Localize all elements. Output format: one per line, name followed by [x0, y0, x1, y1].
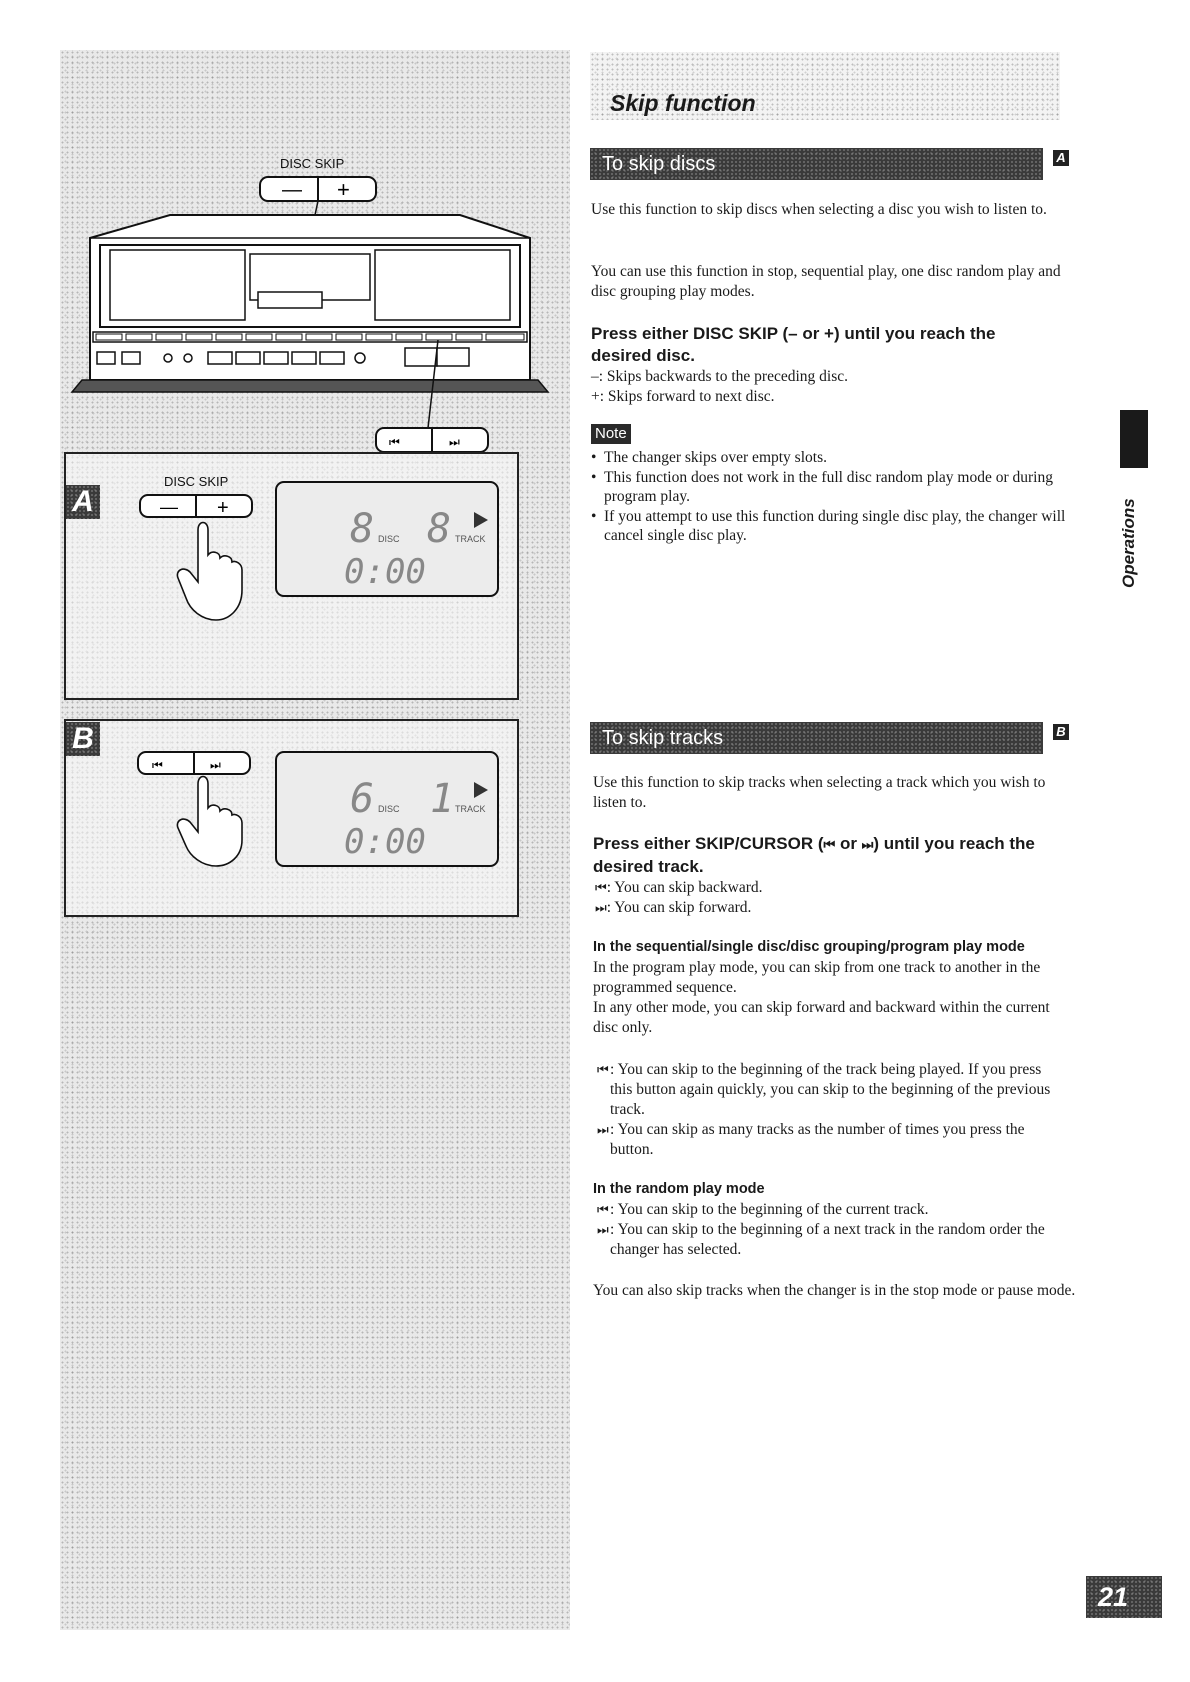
- panel-b-tag: B: [66, 722, 100, 756]
- skip-back-icon: ⏮: [595, 880, 607, 895]
- note-item: •The changer skips over empty slots.: [591, 449, 827, 466]
- sequential-mode-text-2: In any other mode, you can skip forward …: [593, 999, 1050, 1036]
- skip-back-icon: ⏮: [389, 435, 400, 449]
- play-icon: [474, 512, 488, 528]
- play-icon: [474, 782, 488, 798]
- sequential-skip-back: ⏮ : You can skip to the beginning of the…: [597, 1061, 1051, 1118]
- lcd-track-unit: TRACK: [455, 534, 486, 544]
- sequential-mode-heading: In the sequential/single disc/disc group…: [593, 939, 1025, 955]
- section-b-tag: B: [1053, 724, 1069, 740]
- panel-b-lcd-display: 6 DISC 1 TRACK 0:00: [275, 751, 499, 867]
- note-label: Note: [591, 424, 631, 444]
- section-a-title-bar: To skip discs: [590, 148, 1043, 180]
- sequential-skip-forward: ⏭ : You can skip as many tracks as the n…: [597, 1121, 1025, 1158]
- lcd-time: 0:00: [344, 552, 426, 592]
- cd-changer-body: [70, 214, 550, 393]
- illustration-panel: DISC SKIP — +: [60, 50, 570, 1630]
- random-mode-heading: In the random play mode: [593, 1181, 765, 1197]
- minus-glyph: —: [160, 497, 178, 517]
- plus-glyph: +: [217, 497, 229, 519]
- skip-forward-icon: ⏭: [595, 900, 607, 915]
- device-disc-skip-label: DISC SKIP: [280, 156, 344, 171]
- lcd-track-number: 8: [427, 506, 451, 552]
- skip-forward-icon: ⏭: [597, 1222, 609, 1237]
- section-a-intro: Use this function to skip discs when sel…: [591, 201, 1047, 218]
- panel-a-disc-skip-label: DISC SKIP: [164, 474, 228, 489]
- lcd-track-unit: TRACK: [455, 804, 486, 814]
- lcd-disc-number: 6: [350, 776, 374, 822]
- random-skip-forward: ⏭ : You can skip to the beginning of a n…: [597, 1221, 1045, 1258]
- skip-forward-icon: ⏭: [861, 837, 874, 852]
- skip-back-line: ⏮: You can skip backward.: [595, 879, 763, 896]
- note-item: •This function does not work in the full…: [591, 468, 1053, 506]
- hand-pointer-icon: [176, 775, 243, 867]
- random-skip-back: ⏮ : You can skip to the beginning of the…: [597, 1201, 929, 1218]
- lcd-track-number: 1: [430, 776, 454, 822]
- panel-a-lcd-display: 8 DISC 8 TRACK 0:00: [275, 481, 499, 597]
- minus-glyph: —: [282, 179, 302, 201]
- cd-changer-illustration: DISC SKIP — +: [64, 156, 550, 917]
- device-skip-cursor-button: ⏮ ⏭: [375, 427, 489, 453]
- note-item: •If you attempt to use this function dur…: [591, 507, 1066, 545]
- panel-b-skip-cursor-button: ⏮ ⏭: [137, 751, 251, 775]
- section-b-instruction: Press either SKIP/CURSOR (⏮ or ⏭) until …: [593, 834, 1035, 876]
- disc-skip-minus-text: –: Skips backwards to the preceding disc…: [591, 368, 848, 385]
- lcd-disc-unit: DISC: [378, 534, 400, 544]
- sequential-mode-text-1: In the program play mode, you can skip f…: [593, 959, 1041, 996]
- page-title-area: Skip function: [590, 52, 1060, 120]
- device-disc-skip-button: — +: [259, 176, 377, 202]
- skip-forward-line: ⏭: You can skip forward.: [595, 899, 752, 916]
- lcd-disc-number: 8: [350, 506, 374, 552]
- section-b-title-bar: To skip tracks: [590, 722, 1043, 754]
- note-list: •The changer skips over empty slots. •Th…: [591, 448, 1071, 546]
- closing-text: You can also skip tracks when the change…: [593, 1282, 1076, 1299]
- section-a-modes: You can use this function in stop, seque…: [591, 263, 1061, 300]
- page-title: Skip function: [610, 90, 756, 116]
- skip-back-icon: ⏮: [597, 1062, 609, 1077]
- skip-back-icon: ⏮: [823, 837, 836, 852]
- plus-glyph: +: [337, 177, 350, 202]
- page-number: 21: [1086, 1576, 1162, 1618]
- lcd-disc-unit: DISC: [378, 804, 400, 814]
- skip-back-icon: ⏮: [597, 1202, 609, 1217]
- panel-a-tag: A: [66, 485, 100, 519]
- side-tab-marker: [1120, 410, 1148, 468]
- section-a-tag: A: [1053, 150, 1069, 166]
- section-a-instruction: Press either DISC SKIP (– or +) until yo…: [591, 324, 996, 365]
- skip-forward-icon: ⏭: [597, 1122, 609, 1137]
- section-b-intro: Use this function to skip tracks when se…: [593, 774, 1046, 811]
- lcd-time: 0:00: [344, 822, 426, 862]
- panel-a-disc-skip-button: — +: [139, 494, 253, 519]
- disc-skip-plus-text: +: Skips forward to next disc.: [591, 388, 775, 405]
- skip-forward-icon: ⏭: [449, 435, 460, 449]
- hand-pointer-icon: [176, 521, 243, 621]
- skip-forward-icon: ⏭: [210, 758, 221, 772]
- skip-back-icon: ⏮: [152, 758, 163, 772]
- side-tab-label: Operations: [1119, 498, 1138, 588]
